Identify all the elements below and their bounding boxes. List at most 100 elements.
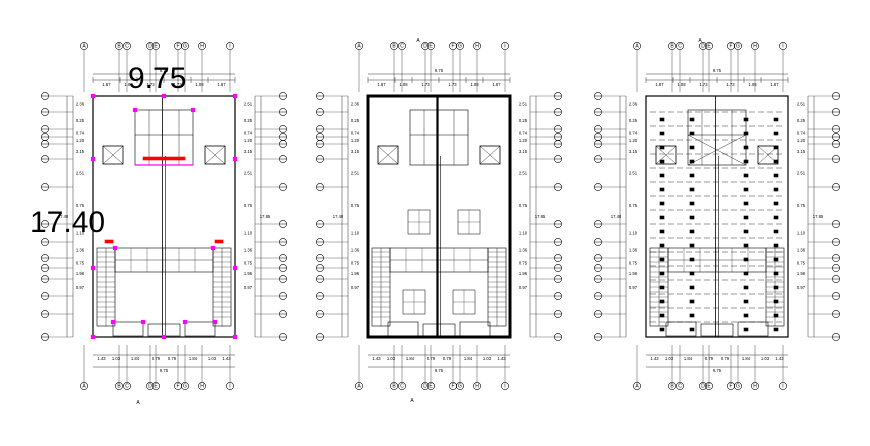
right-dim-text: 1.20 [244,138,253,143]
top-dim-text: 1.08 [195,82,204,87]
bottom-dim-text: 1.03 [387,356,396,361]
right-dim-text: 0.75 [244,261,253,266]
overall-height-right: 17.85 [813,214,824,219]
column-mark [659,159,665,164]
bottom-overall-text: 9.75 [713,368,722,373]
right-dim-text: 0.25 [244,118,253,123]
grid-bubble-label: G [736,384,740,390]
left-dim-text: 3.15 [351,149,360,154]
vertex-marker [232,156,238,162]
column-mark [689,187,695,192]
grid-bubble-label: B [117,384,121,390]
grid-bubble-label: D [148,44,152,50]
bottom-axis-bubble [398,382,406,390]
column-mark [743,327,749,332]
column-mark [659,299,665,304]
top-dim-text: 1.73 [726,82,735,87]
right-dim-text: 0.74 [519,131,528,136]
overall-height-left: 17.40 [611,214,622,219]
grid-bubble-label: C [125,44,129,50]
grid-bubble-label: C [400,384,404,390]
top-dim-text: 1.73 [448,82,457,87]
bottom-dim-text: 1.43 [372,356,381,361]
grid-bubble-label: B [670,384,674,390]
top-axis-bubble [390,42,398,50]
top-dim-text: 1.73 [146,82,155,87]
grid-bubble-label: G [458,384,462,390]
bottom-overall-text: 9.75 [160,368,169,373]
right-dim-text: 3.15 [519,149,528,154]
grid-bubble-label: F [176,384,179,390]
bottom-dim-text: 1.84 [684,356,693,361]
column-mark [659,257,665,262]
top-dim-text: 1.73 [173,82,182,87]
left-dim-text: 2.36 [76,102,85,107]
top-dim-text: 1.08 [677,82,686,87]
column-mark [773,173,779,178]
vertex-marker [90,334,96,340]
left-dim-text: 1.20 [76,138,85,143]
vertex-marker [182,319,188,325]
bottom-dim-text: 0.79 [427,356,436,361]
grid-bubble-label: G [458,44,462,50]
column-mark [743,215,749,220]
column-mark [689,327,695,332]
left-dim-text: 2.51 [351,171,360,176]
column-mark [659,215,665,220]
left-dim-text: 1.10 [351,231,360,236]
section-mark: A [410,398,414,404]
top-axis-bubble [146,42,154,50]
bottom-dim-text: 0.79 [443,356,452,361]
bottom-dim-text: 1.84 [406,356,415,361]
left-dim-text: 0.75 [76,261,85,266]
bottom-axis-bubble [198,382,206,390]
right-dim-text: 1.20 [519,138,528,143]
grid-bubble-label: C [678,384,682,390]
right-dim-text: 1.36 [797,248,806,253]
top-axis-bubble [734,42,742,50]
right-dim-text: 0.25 [519,118,528,123]
column-mark [773,145,779,150]
top-dim-text: 1.87 [102,82,111,87]
grid-bubble-label: E [154,44,158,50]
column-mark [689,257,695,262]
bottom-dim-text: 0.79 [152,356,161,361]
vertex-marker [90,265,96,271]
column-mark [689,117,695,122]
shaft-x [479,145,501,165]
vertex-marker [90,93,96,99]
column-mark [743,187,749,192]
top-dim-text: 1.73 [421,82,430,87]
left-dim-text: 2.51 [629,171,638,176]
bottom-dim-text: 1.03 [208,356,217,361]
vertex-marker [90,156,96,162]
bottom-axis-bubble [699,382,707,390]
top-axis-bubble [779,42,787,50]
grid-bubble-label: G [736,44,740,50]
column-mark [689,159,695,164]
right-dim-text: 0.74 [244,131,253,136]
right-dim-text: 2.51 [797,102,806,107]
grid-bubble-label: E [707,44,711,50]
top-axis-bubble [427,42,435,50]
bottom-dim-text: 1.43 [775,356,784,361]
bottom-dim-text: 0.79 [168,356,177,361]
column-mark [743,313,749,318]
vertex-marker [212,319,218,325]
grid-bubble-label: I [782,384,783,390]
grid-bubble-label: I [504,44,505,50]
top-axis-bubble [676,42,684,50]
column-mark [773,313,779,318]
column-mark [743,117,749,122]
vertex-marker [110,319,116,325]
bottom-dim-text: 1.43 [650,356,659,361]
entry-room [737,321,769,337]
top-axis-bubble [115,42,123,50]
shaft-x [655,145,677,165]
top-dim-text: 1.08 [470,82,479,87]
column-mark [743,243,749,248]
grid-bubble-label: G [183,44,187,50]
bottom-axis-bubble [501,382,509,390]
